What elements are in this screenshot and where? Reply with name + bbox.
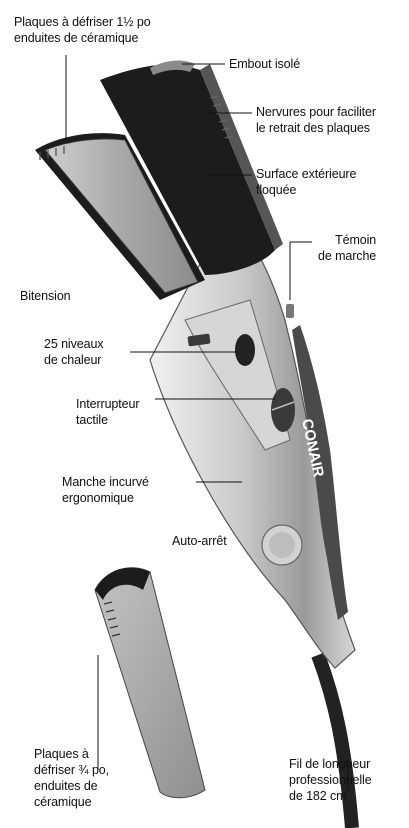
label-insulated-tip: Embout isolé <box>229 56 300 72</box>
touch-switch-button <box>271 388 295 432</box>
power-light-indicator <box>286 304 294 318</box>
label-plates-wide: Plaques à défriser 1½ po enduites de cér… <box>14 14 151 46</box>
label-heat-levels: 25 niveaux de chaleur <box>44 336 103 368</box>
label-touch-switch: Interrupteur tactile <box>76 396 139 428</box>
label-ribs: Nervures pour faciliter le retrait des p… <box>256 104 376 136</box>
label-power-light: Témoin de marche <box>318 232 376 264</box>
label-dual-voltage: Bitension <box>20 288 71 304</box>
heat-dial <box>235 334 255 366</box>
label-plates-narrow: Plaques à défriser ¾ po, enduites de cér… <box>34 746 109 810</box>
label-ergonomic-handle: Manche incurvé ergonomique <box>62 474 149 506</box>
label-cord: Fil de longueur professionnelle de 182 c… <box>289 756 372 804</box>
label-flocked-surface: Surface extérieure floquée <box>256 166 356 198</box>
label-auto-off: Auto-arrêt <box>172 533 227 549</box>
